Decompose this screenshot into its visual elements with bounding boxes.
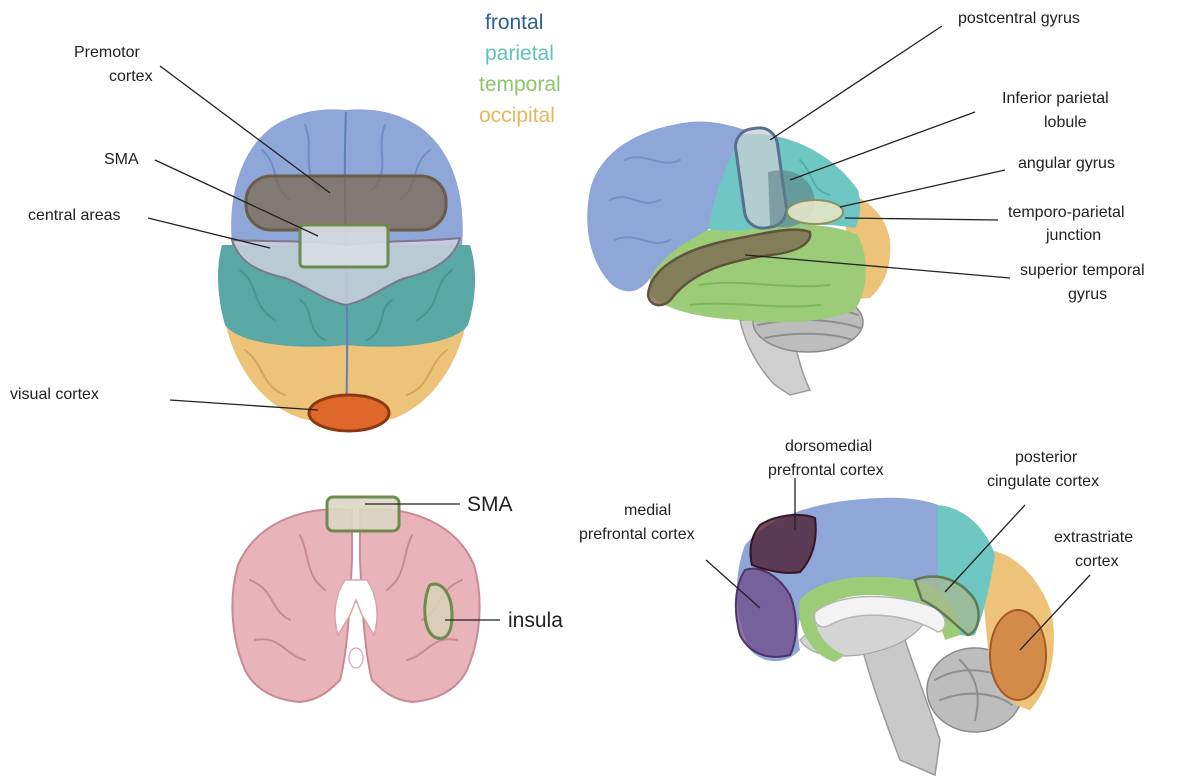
sma-region-dorsal	[300, 225, 388, 267]
pcc-label-line1: posterior	[1015, 449, 1078, 466]
angular-leader-line	[840, 170, 1005, 207]
lateral-ventricles	[335, 580, 377, 635]
tpj-label-line2: junction	[1045, 227, 1101, 244]
lobe-legend: frontal parietal temporal occipital	[479, 11, 561, 127]
dorsal-brain-view: Premotor cortex SMA central areas visual…	[10, 44, 475, 431]
dmpfc-label-line2: prefrontal cortex	[768, 462, 884, 479]
ipl-leader-line	[790, 112, 975, 180]
sma-region-coronal	[327, 497, 399, 531]
premotor-label-line1: Premotor	[74, 44, 140, 61]
mpfc-label-line1: medial	[624, 502, 671, 519]
extrastriate-region	[990, 610, 1046, 700]
coronal-hemisphere-right	[360, 509, 480, 702]
visual-cortex-region	[309, 395, 389, 431]
stg-label-line1: superior temporal	[1020, 262, 1145, 279]
dmpfc-label-line1: dorsomedial	[785, 438, 872, 455]
central-areas-label: central areas	[28, 207, 121, 224]
insula-label: insula	[508, 609, 563, 632]
visual-cortex-label: visual cortex	[10, 386, 99, 403]
postcentral-label: postcentral gyrus	[958, 10, 1080, 27]
legend-temporal: temporal	[479, 73, 561, 96]
ipl-label-line2: lobule	[1044, 114, 1087, 131]
angular-label: angular gyrus	[1018, 155, 1115, 172]
medial-brain-view: dorsomedial prefrontal cortex medial pre…	[579, 438, 1133, 775]
extrastriate-label-line1: extrastriate	[1054, 529, 1133, 546]
premotor-label-line2: cortex	[109, 68, 153, 85]
legend-frontal: frontal	[485, 11, 543, 34]
postcentral-leader-line	[770, 26, 942, 140]
lateral-brain-view: postcentral gyrus Inferior parietal lobu…	[587, 10, 1144, 395]
extrastriate-label-line2: cortex	[1075, 553, 1119, 570]
stg-label-line2: gyrus	[1068, 286, 1107, 303]
legend-occipital: occipital	[479, 104, 555, 127]
coronal-brain-view: SMA insula	[232, 493, 563, 702]
pcc-label-line2: cingulate cortex	[987, 473, 1099, 490]
mpfc-label-line2: prefrontal cortex	[579, 526, 695, 543]
tpj-region	[787, 200, 843, 224]
brainstem-medial	[860, 640, 940, 775]
insula-region	[425, 584, 452, 638]
legend-parietal: parietal	[485, 42, 554, 65]
third-ventricle	[349, 648, 363, 668]
tpj-label-line1: temporo-parietal	[1008, 204, 1125, 221]
sma-dorsal-label: SMA	[104, 151, 139, 168]
premotor-cortex-region	[246, 176, 446, 230]
sma-coronal-label: SMA	[467, 493, 513, 516]
ipl-label-line1: Inferior parietal	[1002, 90, 1109, 107]
dmpfc-region	[750, 515, 815, 573]
coronal-hemisphere-left	[232, 509, 352, 702]
